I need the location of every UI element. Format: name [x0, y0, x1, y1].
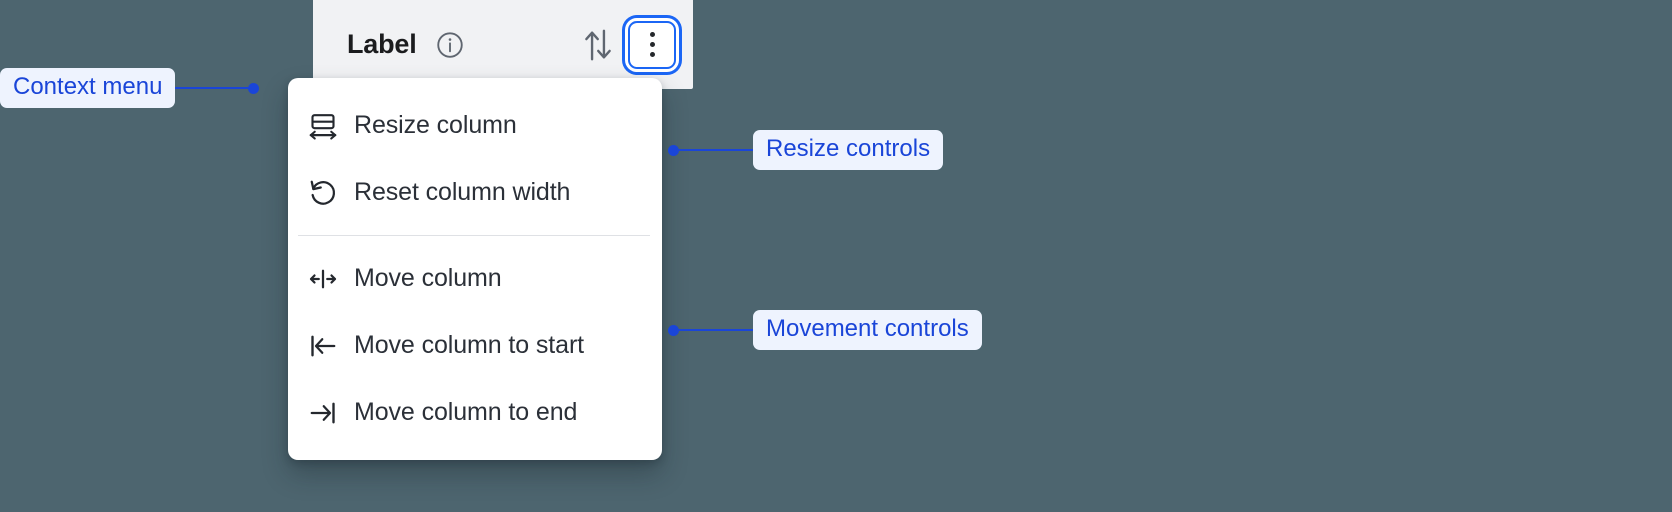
annotation-label: Movement controls [753, 310, 982, 351]
kebab-dot [649, 32, 655, 37]
menu-item-resize-column[interactable]: Resize column [288, 92, 662, 159]
annotation-leader-line [679, 328, 753, 332]
annotation-leader-line [175, 86, 249, 90]
resize-column-icon [306, 109, 340, 143]
menu-item-label: Move column to start [354, 331, 585, 359]
menu-item-move-column[interactable]: Move column [288, 245, 662, 312]
annotation-label: Resize controls [753, 130, 944, 171]
reset-rotate-ccw-icon [306, 176, 340, 210]
sort-ascending-descending-icon[interactable] [580, 25, 616, 65]
info-circle-icon[interactable] [435, 30, 465, 60]
annotation-context-menu: Context menu [0, 68, 260, 109]
move-left-right-icon [306, 262, 340, 296]
menu-item-move-column-to-start[interactable]: Move column to start [288, 312, 662, 379]
page-title: Label [347, 29, 417, 59]
move-to-end-icon [306, 396, 340, 430]
kebab-dot [649, 42, 655, 47]
menu-item-label: Resize column [354, 111, 517, 139]
menu-item-label: Move column to end [354, 398, 578, 426]
annotation-dot [248, 82, 260, 94]
column-context-menu: Resize column Reset column width Move co… [288, 78, 662, 460]
menu-item-label: Move column [354, 264, 502, 292]
kebab-dot [649, 52, 655, 57]
menu-item-move-column-to-end[interactable]: Move column to end [288, 379, 662, 446]
annotation-dot [668, 144, 679, 156]
menu-divider [298, 235, 650, 236]
move-to-start-icon [306, 329, 340, 363]
column-options-kebab-button[interactable] [628, 20, 676, 69]
annotation-movement-controls: Movement controls [668, 310, 982, 351]
annotation-label: Context menu [0, 68, 176, 109]
annotation-leader-line [679, 148, 753, 152]
annotation-resize-controls: Resize controls [668, 130, 944, 171]
annotation-dot [668, 324, 679, 336]
menu-item-label: Reset column width [354, 178, 571, 206]
menu-item-reset-column-width[interactable]: Reset column width [288, 159, 662, 226]
column-header-panel: Label [313, 0, 693, 89]
